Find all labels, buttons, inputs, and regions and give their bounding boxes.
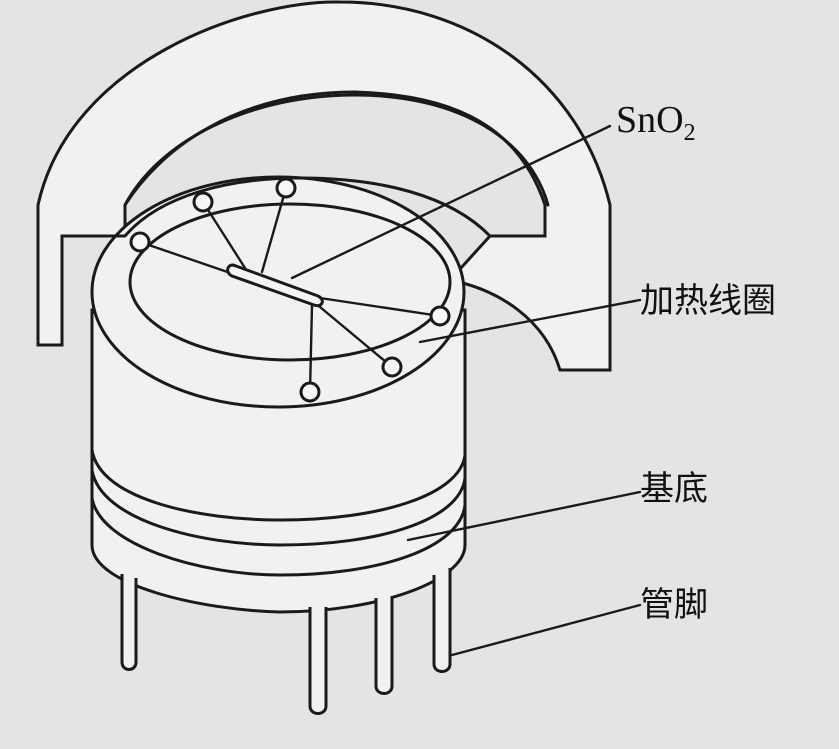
pin-3 <box>374 596 394 695</box>
base-band-2 <box>90 468 467 547</box>
leader-base <box>406 490 642 542</box>
label-pins: 管脚 <box>640 585 708 625</box>
terminal-3 <box>129 231 151 253</box>
leader-pins <box>450 603 642 657</box>
sno2-element <box>226 263 324 308</box>
pins-group <box>120 568 452 715</box>
label-heater-coil: 加热线圈 <box>640 281 776 321</box>
pin-4 <box>432 568 452 673</box>
base-band-1 <box>90 448 467 522</box>
wire-1 <box>201 200 247 270</box>
wire-2 <box>260 186 288 274</box>
dome-inner-arc <box>123 93 550 207</box>
terminal-2 <box>275 177 297 199</box>
terminal-6 <box>299 381 321 403</box>
label-base: 基底 <box>640 469 708 509</box>
leader-heater <box>418 298 642 344</box>
pin-1 <box>120 574 138 671</box>
base-band-3 <box>90 496 467 577</box>
terminal-5 <box>381 356 403 378</box>
leader-sno2 <box>290 124 612 280</box>
dome-cap <box>36 0 612 372</box>
label-sno2: SnO2 <box>616 99 696 146</box>
terminal-1 <box>192 191 214 213</box>
pin-2 <box>308 607 328 715</box>
wire-5 <box>312 300 394 369</box>
heater-coil-ring <box>128 202 452 362</box>
terminal-4 <box>429 305 451 327</box>
wire-4 <box>318 296 442 318</box>
wire-6 <box>308 303 314 394</box>
